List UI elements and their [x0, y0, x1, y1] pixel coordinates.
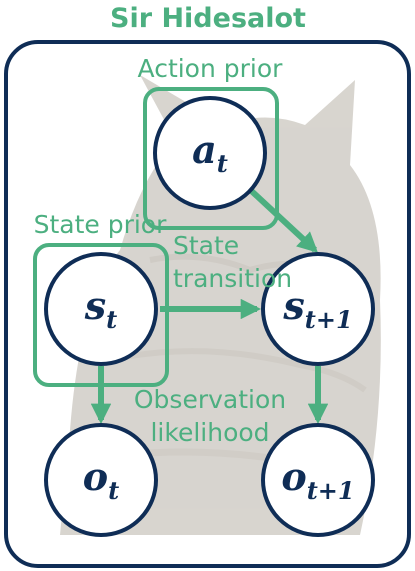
edge-a_t-to-s_t1: [241, 181, 318, 253]
node-o_t1: ot+1: [261, 423, 375, 537]
label-observation-likelihood-line2: likelihood: [150, 418, 269, 447]
node-o_t1-symbol: o: [281, 454, 306, 499]
node-o_t-symbol: o: [83, 454, 108, 499]
node-s_t: st: [44, 252, 158, 366]
edges: [90, 181, 329, 425]
node-s_t1-subscript: t+1: [305, 305, 353, 334]
svg-text:at: at: [192, 127, 228, 178]
node-a_t-subscript: t: [217, 149, 228, 178]
label-action-prior: Action prior: [138, 54, 284, 83]
svg-text:ot: ot: [83, 454, 119, 505]
node-a_t: at: [153, 96, 267, 210]
node-o_t1-subscript: t+1: [307, 476, 355, 505]
svg-text:ot+1: ot+1: [281, 454, 354, 505]
svg-text:st+1: st+1: [282, 283, 352, 334]
label-state-prior: State prior: [34, 210, 168, 239]
node-s_t-subscript: t: [106, 305, 117, 334]
node-s_t-symbol: s: [84, 283, 106, 328]
node-a_t-symbol: a: [192, 127, 217, 172]
svg-text:st: st: [84, 283, 118, 334]
label-state-transition-line2: transition: [173, 264, 292, 293]
diagram-title: Sir Hidesalot: [110, 3, 306, 34]
action-prior-box: [143, 87, 279, 230]
node-o_t: ot: [44, 423, 158, 537]
model-frame: [4, 40, 411, 568]
label-state-transition-line1: State: [173, 231, 239, 260]
node-s_t1: st+1: [261, 252, 375, 366]
node-s_t1-symbol: s: [282, 283, 304, 328]
label-observation-likelihood-line1: Observation: [134, 385, 286, 414]
node-o_t-subscript: t: [108, 476, 119, 505]
